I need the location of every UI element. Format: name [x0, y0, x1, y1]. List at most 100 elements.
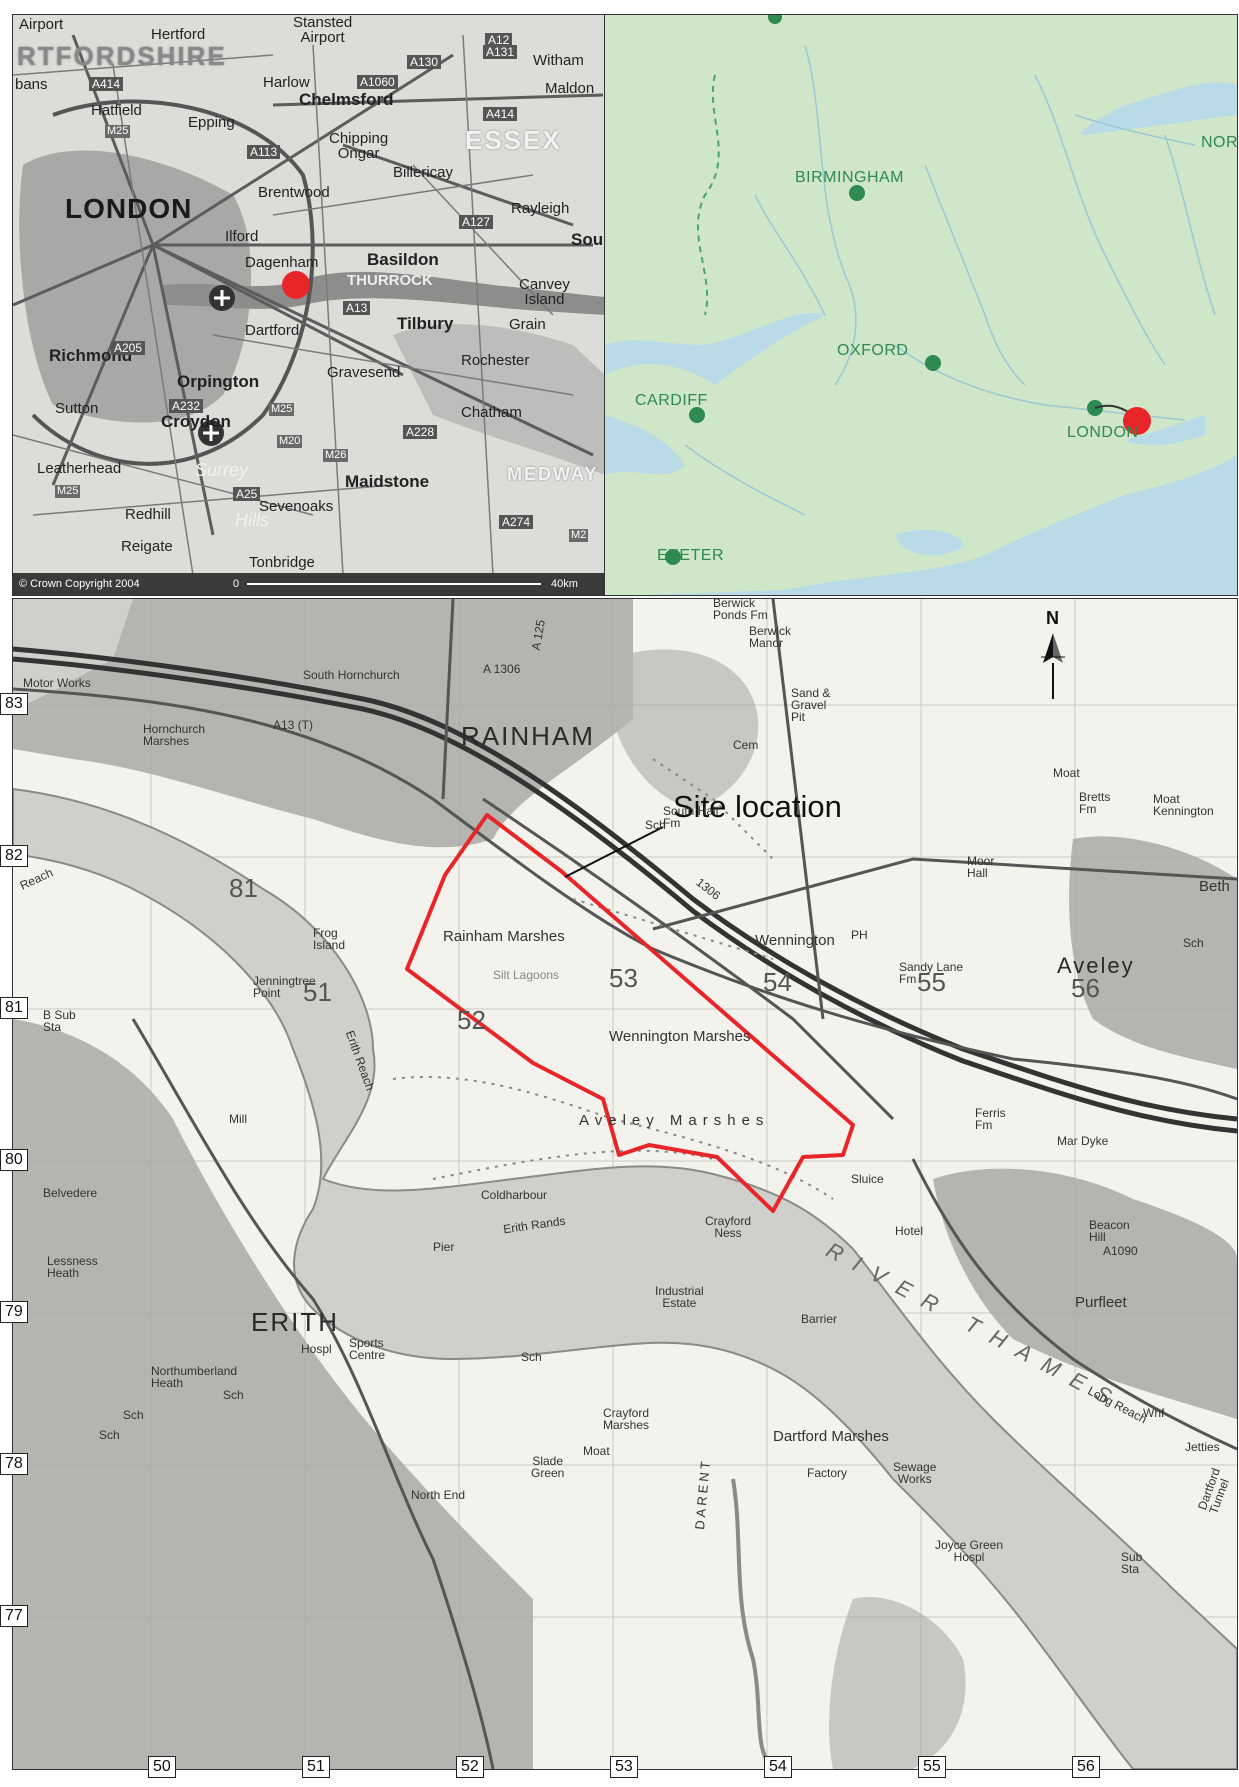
label-beth: Beth — [1199, 878, 1230, 895]
label-lessness: Lessness Heath — [47, 1254, 98, 1280]
road-m26: M26 — [323, 449, 349, 462]
label-erith: ERITH — [251, 1307, 339, 1337]
label-joyce-green: Joyce Green Hospl — [935, 1538, 1004, 1564]
grid-bottom-54: 54 — [764, 1756, 792, 1778]
label-hills: Hills — [235, 510, 269, 530]
label-rainham-marshes: Rainham Marshes — [443, 928, 565, 945]
label-hatfield: Hatfield — [91, 102, 142, 119]
label-northumberland-heath: Northumberland Heath — [151, 1364, 238, 1390]
label-chipping-ongar: Chipping Ongar — [329, 130, 389, 162]
label-bretts-fm: Bretts Fm — [1079, 790, 1111, 816]
label-billericay: Billericay — [393, 164, 454, 181]
label-leatherhead: Leatherhead — [37, 460, 122, 477]
label-sevenoaks: Sevenoaks — [259, 498, 334, 515]
label-coldharbour: Coldharbour — [481, 1188, 548, 1202]
label-sports-centre: Sports Centre — [349, 1336, 386, 1362]
label-hospl: Hospl — [301, 1342, 332, 1356]
label-epping: Epping — [188, 114, 235, 131]
label-frog-island: Frog Island — [313, 926, 346, 952]
label-brentwood: Brentwood — [258, 184, 330, 201]
road-a1060: A1060 — [357, 75, 398, 89]
grid-bottom-50: 50 — [148, 1756, 176, 1778]
os-site-map[interactable]: Site location N South Hornchurch RAINHAM… — [12, 598, 1238, 1770]
road-a130: A130 — [407, 55, 442, 69]
label-south-hall: South Hall Fm — [663, 804, 719, 830]
grid-inner-54: 54 — [763, 967, 792, 997]
label-sub-sta: Sub Sta — [1121, 1550, 1143, 1576]
label-reigate: Reigate — [121, 538, 173, 555]
label-oxford: OXFORD — [837, 342, 909, 359]
road-a1090: A1090 — [1103, 1244, 1138, 1258]
grid-bottom-55: 55 — [918, 1756, 946, 1778]
label-moat-kennington: Moat Kennington — [1153, 792, 1214, 818]
label-slade-green: Slade Green — [531, 1454, 565, 1480]
label-tilbury: Tilbury — [397, 314, 454, 333]
label-redhill: Redhill — [125, 506, 171, 523]
label-jetties: Jetties — [1185, 1440, 1220, 1454]
label-medway: MEDWAY — [507, 464, 599, 484]
grid-inner-81: 81 — [229, 873, 258, 903]
label-mill: Mill — [229, 1112, 247, 1126]
north-arrow-label: N — [1046, 608, 1059, 628]
label-b-sub-sta: B Sub Sta — [43, 1008, 76, 1034]
label-harlow: Harlow — [263, 74, 310, 91]
grid-left-78: 78 — [0, 1453, 28, 1475]
label-essex: ESSEX — [465, 125, 562, 155]
label-factory: Factory — [807, 1466, 848, 1480]
label-rochester: Rochester — [461, 352, 530, 369]
label-motor-works: Motor Works — [23, 676, 91, 690]
label-croydon: Croydon — [161, 412, 231, 431]
label-wennington: Wennington — [755, 932, 835, 949]
road-a1306: A 1306 — [483, 662, 521, 676]
label-orpington: Orpington — [177, 372, 260, 391]
road-a25: A25 — [233, 487, 261, 501]
label-ferris-fm: Ferris Fm — [975, 1106, 1006, 1132]
label-aveley: Aveley — [1057, 953, 1135, 978]
label-rainham: RAINHAM — [461, 721, 595, 751]
grid-bottom-53: 53 — [610, 1756, 638, 1778]
label-maldon: Maldon — [545, 80, 595, 97]
grid-bottom-52: 52 — [456, 1756, 484, 1778]
scale-start: 0 — [233, 578, 240, 590]
grid-left-83: 83 — [0, 693, 28, 715]
label-crayford-ness: Crayford Ness — [705, 1214, 752, 1240]
label-hertford: Hertford — [151, 26, 206, 43]
label-beacon-hill: Beacon Hill — [1089, 1218, 1130, 1244]
label-albans: bans — [15, 76, 48, 93]
label-rayleigh: Rayleigh — [511, 200, 570, 217]
os-map-graphics — [13, 599, 1237, 1769]
grid-left-82: 82 — [0, 845, 28, 867]
label-hertfordshire: RTFORDSHIRE — [17, 41, 227, 71]
label-sluice: Sluice — [851, 1172, 884, 1186]
grid-inner-52: 52 — [457, 1005, 486, 1035]
road-a13: A13 (T) — [273, 718, 314, 732]
label-south-hornchurch: South Hornchurch — [303, 668, 400, 682]
label-sand-gravel: Sand & Gravel Pit — [791, 686, 831, 724]
road-m20: M20 — [277, 435, 303, 448]
road-m25a: M25 — [105, 125, 131, 138]
label-chelmsford: Chelmsford — [299, 90, 394, 109]
label-surrey: Surrey — [195, 460, 249, 480]
copyright-text: © Crown Copyright 2004 — [19, 578, 140, 590]
label-witham: Witham — [533, 52, 584, 69]
label-sandy-lane: Sandy Lane Fm — [899, 960, 964, 986]
road-m25c: M25 — [55, 485, 81, 498]
copyright-bar: © Crown Copyright 2004 0 40km — [13, 573, 605, 595]
national-map[interactable]: BIRMINGHAM OXFORD CARDIFF LONDON EXETER … — [604, 14, 1238, 596]
label-jenningtree: Jenningtree Point — [253, 974, 316, 1000]
label-tonbridge: Tonbridge — [249, 554, 315, 571]
label-sewage-works: Sewage Works — [893, 1460, 937, 1486]
road-a127: A127 — [459, 215, 494, 229]
regional-map[interactable]: Airport Hertford Stansted Airport RTFORD… — [12, 14, 606, 596]
label-southend: Sou — [571, 230, 604, 249]
label-hotel: Hotel — [895, 1224, 924, 1238]
road-a414b: A414 — [483, 107, 518, 121]
grid-left-77: 77 — [0, 1605, 28, 1627]
label-thurrock: THURROCK — [347, 272, 433, 289]
road-m2: M2 — [569, 529, 589, 542]
label-ilford: Ilford — [225, 228, 259, 245]
label-barrier: Barrier — [801, 1312, 838, 1326]
road-a274: A274 — [499, 515, 534, 529]
site-location-label: Site location — [673, 789, 842, 824]
scale-bar — [247, 583, 541, 585]
